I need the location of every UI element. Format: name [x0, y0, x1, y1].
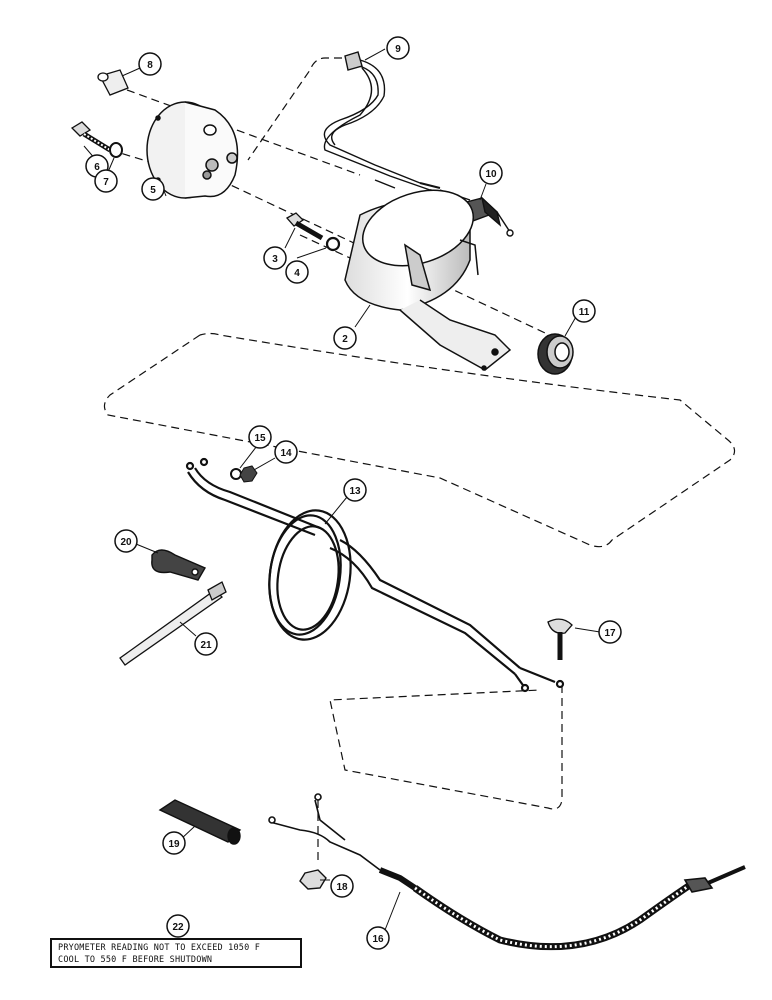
screw-17 [547, 618, 573, 660]
warning-note: PRYOMETER READING NOT TO EXCEED 1050 F C… [50, 938, 302, 968]
note-line-2: COOL TO 550 F BEFORE SHUTDOWN [58, 955, 213, 965]
protective-sleeve [158, 799, 242, 845]
svg-text:9: 9 [395, 44, 401, 55]
leader-lines [83, 48, 601, 931]
callout-13: 13 [343, 478, 367, 502]
svg-text:13: 13 [349, 486, 361, 497]
svg-text:14: 14 [280, 448, 292, 459]
callout-15: 15 [248, 425, 272, 449]
callout-2: 2 [333, 326, 357, 350]
washer-4 [325, 236, 341, 252]
svg-text:18: 18 [336, 882, 348, 893]
svg-text:5: 5 [150, 185, 156, 196]
callout-3: 3 [263, 246, 287, 270]
washer-15 [230, 468, 242, 480]
mounting-screw [70, 121, 112, 153]
callout-22: 22 [166, 914, 190, 938]
note-line-1: PRYOMETER READING NOT TO EXCEED 1050 F [58, 943, 261, 953]
svg-text:21: 21 [200, 640, 212, 651]
callout-10: 10 [479, 161, 503, 185]
coiled-cable [185, 457, 565, 693]
thermocouple-probe [268, 793, 746, 951]
callout-11: 11 [572, 299, 596, 323]
gauge-housing [344, 189, 512, 371]
cable-clamp [151, 549, 207, 581]
callout-21: 21 [194, 632, 218, 656]
svg-text:19: 19 [168, 839, 180, 850]
pyrometer-gauge [146, 101, 239, 199]
callout-17: 17 [598, 620, 622, 644]
svg-text:17: 17 [604, 628, 616, 639]
callout-4: 4 [285, 260, 309, 284]
svg-text:8: 8 [147, 60, 153, 71]
callout-8: 8 [138, 52, 162, 76]
callout-7: 7 [94, 169, 118, 193]
screw-3 [285, 212, 324, 241]
svg-text:3: 3 [272, 254, 278, 265]
callout-9: 9 [386, 36, 410, 60]
svg-text:7: 7 [103, 177, 109, 188]
callout-14: 14 [274, 440, 298, 464]
washer-7 [109, 142, 123, 158]
callout-19: 19 [162, 831, 186, 855]
callout-16: 16 [366, 926, 390, 950]
lamp-harness [323, 51, 471, 211]
svg-text:4: 4 [294, 268, 300, 279]
grommet [537, 333, 574, 375]
svg-text:16: 16 [372, 934, 384, 945]
svg-text:6: 6 [94, 162, 100, 173]
callout-20: 20 [114, 529, 138, 553]
svg-text:22: 22 [172, 922, 184, 933]
callout-18: 18 [330, 874, 354, 898]
callout-5: 5 [141, 177, 165, 201]
nut-14 [239, 465, 258, 483]
svg-text:15: 15 [254, 433, 266, 444]
svg-text:10: 10 [485, 169, 497, 180]
svg-text:2: 2 [342, 334, 348, 345]
svg-text:11: 11 [579, 307, 590, 318]
lamp-bulb [97, 69, 129, 96]
nut-18 [299, 869, 327, 890]
tie-strap [119, 581, 227, 666]
svg-text:20: 20 [120, 537, 132, 548]
